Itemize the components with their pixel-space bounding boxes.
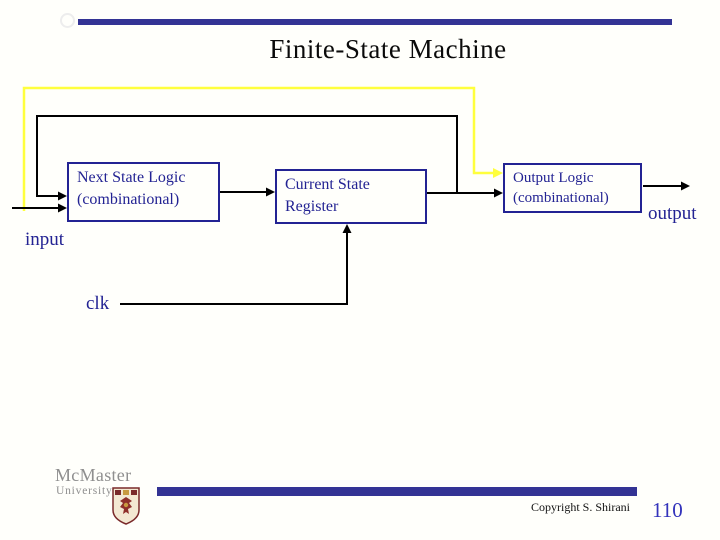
mcmaster-logo-subtext: University xyxy=(56,485,113,497)
arrowhead-icon xyxy=(266,187,275,197)
clk-line xyxy=(120,231,348,305)
bottom-accent-bar xyxy=(157,487,637,496)
page-number: 110 xyxy=(652,498,683,522)
clk-label: clk xyxy=(86,293,110,314)
output-label: output xyxy=(648,203,697,224)
next-state-logic-label-line1: Next State Logic xyxy=(77,169,186,186)
state-feedback-line xyxy=(36,115,458,197)
current-state-register-label-line1: Current State xyxy=(285,176,370,193)
mcmaster-logo-text: McMaster xyxy=(55,465,132,485)
decorative-dot xyxy=(60,13,75,28)
next-state-logic-box: Next State Logic (combinational) xyxy=(67,162,220,222)
page-title: Finite-State Machine xyxy=(269,34,507,64)
top-accent-bar xyxy=(78,19,672,25)
next-state-logic-label-line2: (combinational) xyxy=(77,190,180,208)
arrowhead-icon xyxy=(493,168,503,178)
feedback-highlight-line xyxy=(22,86,496,211)
arrowhead-icon xyxy=(58,191,67,201)
current-state-register-box: Current State Register xyxy=(275,169,427,224)
arrowhead-icon xyxy=(58,203,67,213)
arrowhead-icon xyxy=(681,181,690,191)
output-logic-box: Output Logic (combinational) xyxy=(503,163,642,213)
output-logic-label-line2: (combinational) xyxy=(513,190,609,207)
arrowhead-icon xyxy=(494,188,503,198)
current-state-register-label-line2: Register xyxy=(285,197,339,215)
output-logic-label-line1: Output Logic xyxy=(513,170,594,186)
mcmaster-crest-icon xyxy=(112,487,140,525)
arrowhead-icon xyxy=(342,224,352,233)
input-label: input xyxy=(25,229,65,250)
copyright-text: Copyright S. Shirani xyxy=(530,500,630,514)
